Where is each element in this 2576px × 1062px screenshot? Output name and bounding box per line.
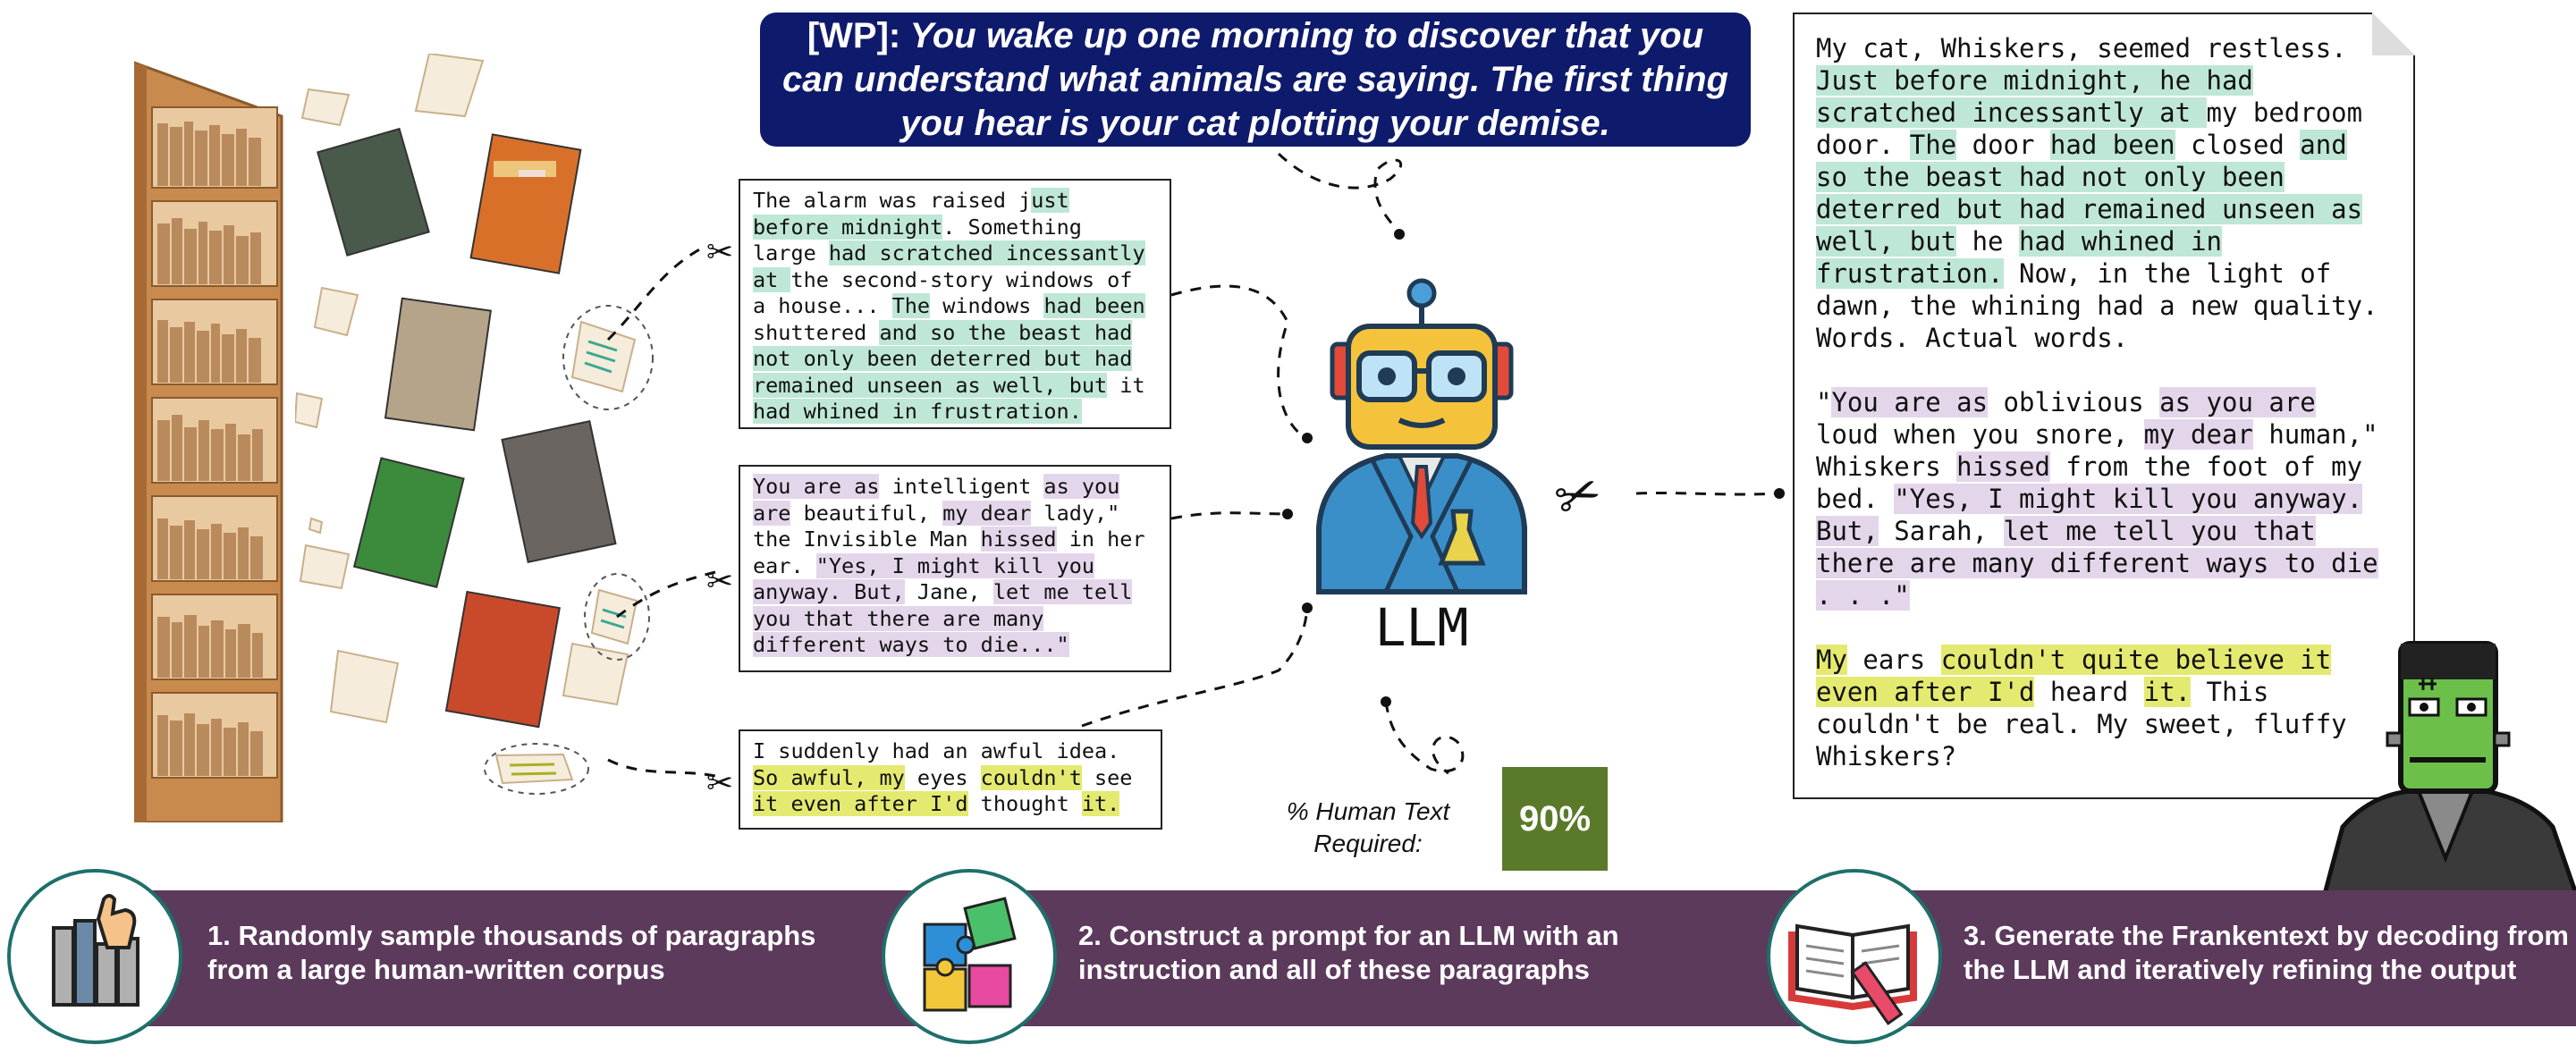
text-span: closed [2175, 130, 2301, 160]
scissors-icon: ✂ [706, 234, 734, 271]
text-span: human," Whiskers [1816, 419, 2378, 482]
text-span: thought [967, 791, 1082, 816]
highlighted-span: had whined in frustration. [753, 399, 1082, 424]
text-span: " [1816, 387, 1832, 417]
text-span: ears [1846, 645, 1941, 675]
highlighted-span: it even after I'd [753, 791, 968, 816]
text-span: my bedroom door. [1816, 97, 2363, 160]
highlighted-span: my dear [942, 500, 1032, 526]
text-span: The alarm was raised j [753, 188, 1032, 213]
highlighted-span: The [891, 293, 931, 318]
highlighted-span: had been [1043, 293, 1145, 318]
text-span: I suddenly had an awful idea. [753, 738, 1120, 763]
highlighted-span: You are as [753, 474, 880, 499]
highlighted-span: and so the beast had not only been deter… [753, 319, 1133, 398]
highlighted-span: You are as [1831, 387, 1989, 417]
output-paragraph-2: "You are as oblivious as you are loud wh… [1816, 386, 2392, 611]
frankentext-output: My cat, Whiskers, seemed restless. Just … [1793, 13, 2415, 799]
hand-books-icon [52, 894, 139, 1007]
highlighted-span: Just before midnight, he had scratched i… [1816, 65, 2253, 128]
text-span: beautiful, [790, 500, 943, 526]
text-span: eyes [904, 764, 981, 790]
step-3-circle [1767, 869, 1942, 1044]
human-text-label: % Human Text Required: [1286, 797, 1450, 857]
text-span: windows [930, 293, 1044, 318]
highlighted-span: had been [2049, 130, 2175, 160]
llm-label: LLM [1374, 597, 1469, 658]
human-text-value: 90% [1502, 767, 1608, 871]
text-span: My cat, Whiskers, seemed restless. [1816, 33, 2347, 63]
source-paragraph-1: The alarm was raised just before midnigh… [739, 179, 1171, 429]
page-fold-corner [2372, 13, 2415, 55]
step-2-circle [882, 869, 1057, 1044]
robot-scientist-icon [1316, 278, 1527, 594]
highlighted-span: My [1816, 645, 1847, 675]
source-paragraph-3: I suddenly had an awful idea. So awful, … [739, 729, 1162, 830]
highlighted-span: So awful, my [753, 764, 905, 790]
text-span: oblivious [1988, 387, 2160, 417]
highlighted-span: couldn't [980, 764, 1082, 790]
scissors-icon: ✂ [706, 765, 734, 802]
output-paragraph-3: My ears couldn't quite believe it even a… [1816, 644, 2392, 772]
text-span: door [1956, 130, 2050, 160]
text-span: Jane, [904, 579, 993, 604]
source-paragraph-2: You are as intelligent as you are beauti… [739, 465, 1171, 672]
step-1-circle [7, 869, 182, 1044]
highlighted-span: as you are [2159, 387, 2316, 417]
prompt-tag: [WP]: [807, 15, 901, 55]
text-span: Now, in the light of dawn, the whining h… [1816, 258, 2378, 353]
text-span: heard [2034, 677, 2144, 707]
text-span: Sarah, [1878, 516, 2004, 546]
text-span: . Something large [753, 214, 1082, 266]
steps-band [116, 890, 2576, 1026]
output-paragraph-1: My cat, Whiskers, seemed restless. Just … [1816, 32, 2392, 354]
text-span: in her ear. [753, 527, 1145, 578]
text-span: it [1107, 372, 1145, 398]
text-span: he [1956, 226, 2019, 257]
highlighted-span: hissed [980, 527, 1057, 552]
open-book-pencil-icon [1788, 923, 1917, 1025]
flying-books-illustration [295, 54, 654, 795]
highlighted-span: The [1909, 130, 1957, 160]
text-span: This couldn't be real. My sweet, fluffy … [1816, 677, 2347, 771]
step-3-label: 3. Generate the Frankentext by decoding … [1964, 920, 2569, 985]
prompt-text: You wake up one morning to discover that… [781, 15, 1728, 143]
text-span: from the foot of my bed. [1816, 451, 2363, 514]
text-span: the second-story windows of a house... [753, 266, 1133, 319]
highlighted-span: hissed [1956, 451, 2050, 482]
frankenstein-icon [2322, 641, 2576, 894]
highlighted-span: my dear [2143, 419, 2253, 450]
step-1-label: 1. Randomly sample thousands of paragrap… [207, 920, 816, 985]
text-span: lady," the Invisible Man [753, 500, 1120, 552]
highlighted-span: it. [2143, 677, 2192, 707]
puzzle-icon [923, 897, 1017, 1012]
text-span: shuttered [753, 319, 880, 345]
scissors-icon: ✂ [706, 563, 734, 600]
bookshelf-illustration [134, 61, 283, 822]
text-span: see [1081, 764, 1133, 790]
text-span: loud when you snore, [1816, 419, 2144, 450]
writing-prompt-banner: [WP]: You wake up one morning to discove… [760, 13, 1751, 147]
step-2-label: 2. Construct a prompt for an LLM with an… [1078, 920, 1619, 985]
highlighted-span: it. [1081, 791, 1120, 816]
text-span: intelligent [879, 474, 1044, 499]
